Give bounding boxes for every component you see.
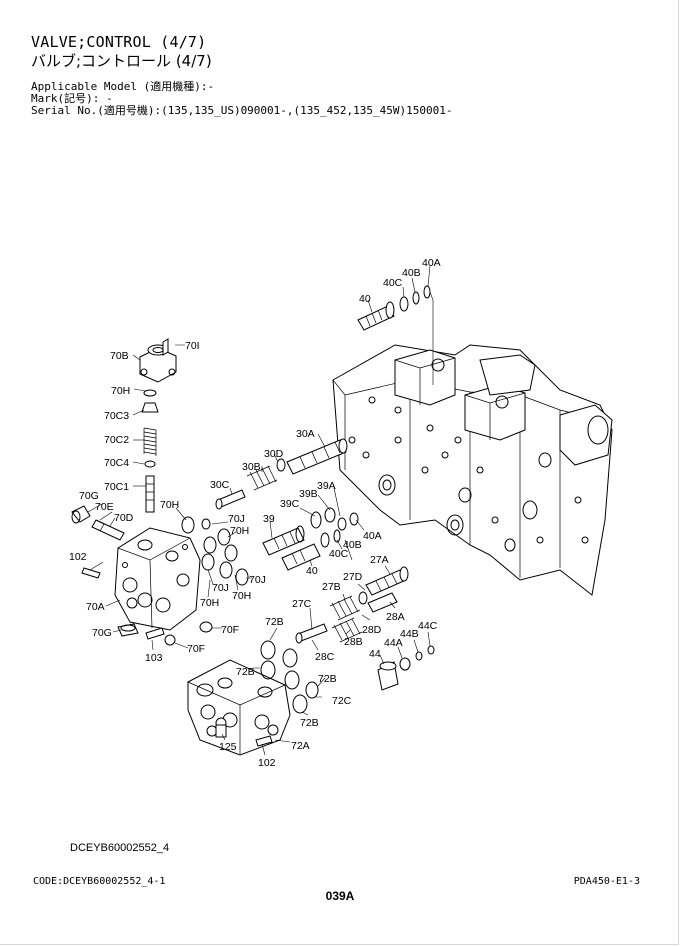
callout-72B: 72B bbox=[318, 673, 337, 685]
callout-30C: 30C bbox=[210, 479, 230, 491]
callout-27B: 27B bbox=[322, 581, 341, 593]
callout-70G: 70G bbox=[92, 627, 112, 639]
callout-70C3: 70C3 bbox=[104, 410, 129, 422]
callout-40C: 40C bbox=[383, 277, 403, 289]
plug-40-top bbox=[357, 265, 434, 385]
callout-44C: 44C bbox=[418, 620, 438, 632]
callout-28C: 28C bbox=[315, 651, 335, 663]
applicable-model: Applicable Model (適用機種):- bbox=[31, 80, 215, 93]
page-title-japanese: バルブ;コントロール (4/7) bbox=[31, 52, 212, 70]
callout-40B: 40B bbox=[402, 267, 421, 279]
valve-block-72A bbox=[187, 659, 291, 756]
callout-40: 40 bbox=[306, 565, 318, 577]
serial-number-range: Serial No.(適用号機):(135,135_US)090001-,(13… bbox=[31, 104, 453, 117]
callout-28B: 28B bbox=[344, 636, 363, 648]
callout-72B: 72B bbox=[300, 717, 319, 729]
callout-44: 44 bbox=[369, 648, 381, 660]
o-rings-72 bbox=[253, 627, 326, 716]
callout-70H: 70H bbox=[160, 499, 179, 511]
callout-70H: 70H bbox=[111, 385, 130, 397]
callout-70C1: 70C1 bbox=[104, 481, 129, 493]
spool-30 bbox=[215, 433, 348, 510]
callout-72A: 72A bbox=[291, 740, 310, 752]
callout-70J: 70J bbox=[228, 513, 245, 525]
o-rings-70H-70J bbox=[175, 507, 252, 598]
callout-70H: 70H bbox=[232, 590, 251, 602]
callout-70H: 70H bbox=[230, 525, 249, 537]
mark-field: Mark(記号): - bbox=[31, 92, 113, 105]
callout-30A: 30A bbox=[296, 428, 315, 440]
callout-70B: 70B bbox=[110, 350, 129, 362]
callout-27C: 27C bbox=[292, 598, 312, 610]
callout-labels: 40A 40B 40C 40 70I 70B 70H 70C3 70C2 70C… bbox=[69, 257, 441, 769]
document-reference: PDA450-E1-3 bbox=[573, 876, 640, 887]
callout-40C: 40C bbox=[329, 548, 349, 560]
callout-40A: 40A bbox=[363, 530, 382, 542]
page-number: 039A bbox=[325, 889, 355, 903]
callout-30B: 30B bbox=[242, 461, 261, 473]
drawing-id: DCEYB60002552_4 bbox=[70, 842, 170, 854]
callout-39: 39 bbox=[263, 513, 275, 525]
plug-44 bbox=[377, 631, 435, 691]
callout-70F: 70F bbox=[221, 624, 239, 636]
callout-39C: 39C bbox=[280, 498, 300, 510]
page-title: VALVE;CONTROL (4/7) bbox=[31, 33, 207, 51]
callout-27D: 27D bbox=[343, 571, 363, 583]
callout-102: 102 bbox=[258, 757, 276, 769]
spools-27-28 bbox=[295, 565, 409, 651]
callout-72C: 72C bbox=[332, 695, 352, 707]
callout-125: 125 bbox=[219, 741, 237, 753]
callout-70D: 70D bbox=[114, 512, 134, 524]
callout-70C2: 70C2 bbox=[104, 434, 129, 446]
valve-body-assembly bbox=[332, 344, 613, 596]
callout-70F: 70F bbox=[187, 643, 205, 655]
callout-39B: 39B bbox=[299, 488, 318, 500]
callout-70A: 70A bbox=[86, 601, 105, 613]
callout-40B: 40B bbox=[343, 539, 362, 551]
callout-70J: 70J bbox=[212, 582, 229, 594]
callout-40: 40 bbox=[359, 293, 371, 305]
callout-72B: 72B bbox=[236, 666, 255, 678]
callout-103: 103 bbox=[145, 652, 163, 664]
callout-70C4: 70C4 bbox=[104, 457, 129, 469]
valve-block-70A bbox=[71, 503, 222, 651]
callout-70G: 70G bbox=[79, 490, 99, 502]
callout-27A: 27A bbox=[370, 554, 389, 566]
plugs-39-40 bbox=[262, 487, 365, 571]
callout-44B: 44B bbox=[400, 628, 419, 640]
callout-39A: 39A bbox=[317, 480, 336, 492]
callout-28D: 28D bbox=[362, 624, 382, 636]
callout-72B: 72B bbox=[265, 616, 284, 628]
solenoid-70 bbox=[132, 338, 185, 513]
callout-44A: 44A bbox=[384, 637, 403, 649]
callout-30D: 30D bbox=[264, 448, 284, 460]
callout-70I: 70I bbox=[185, 340, 200, 352]
callout-70H: 70H bbox=[200, 597, 219, 609]
callout-28A: 28A bbox=[386, 611, 405, 623]
callout-40A: 40A bbox=[422, 257, 441, 269]
callout-102: 102 bbox=[69, 551, 87, 563]
callout-70J: 70J bbox=[249, 574, 266, 586]
document-code: CODE:DCEYB60002552_4-1 bbox=[33, 876, 166, 887]
callout-70E: 70E bbox=[95, 501, 114, 513]
